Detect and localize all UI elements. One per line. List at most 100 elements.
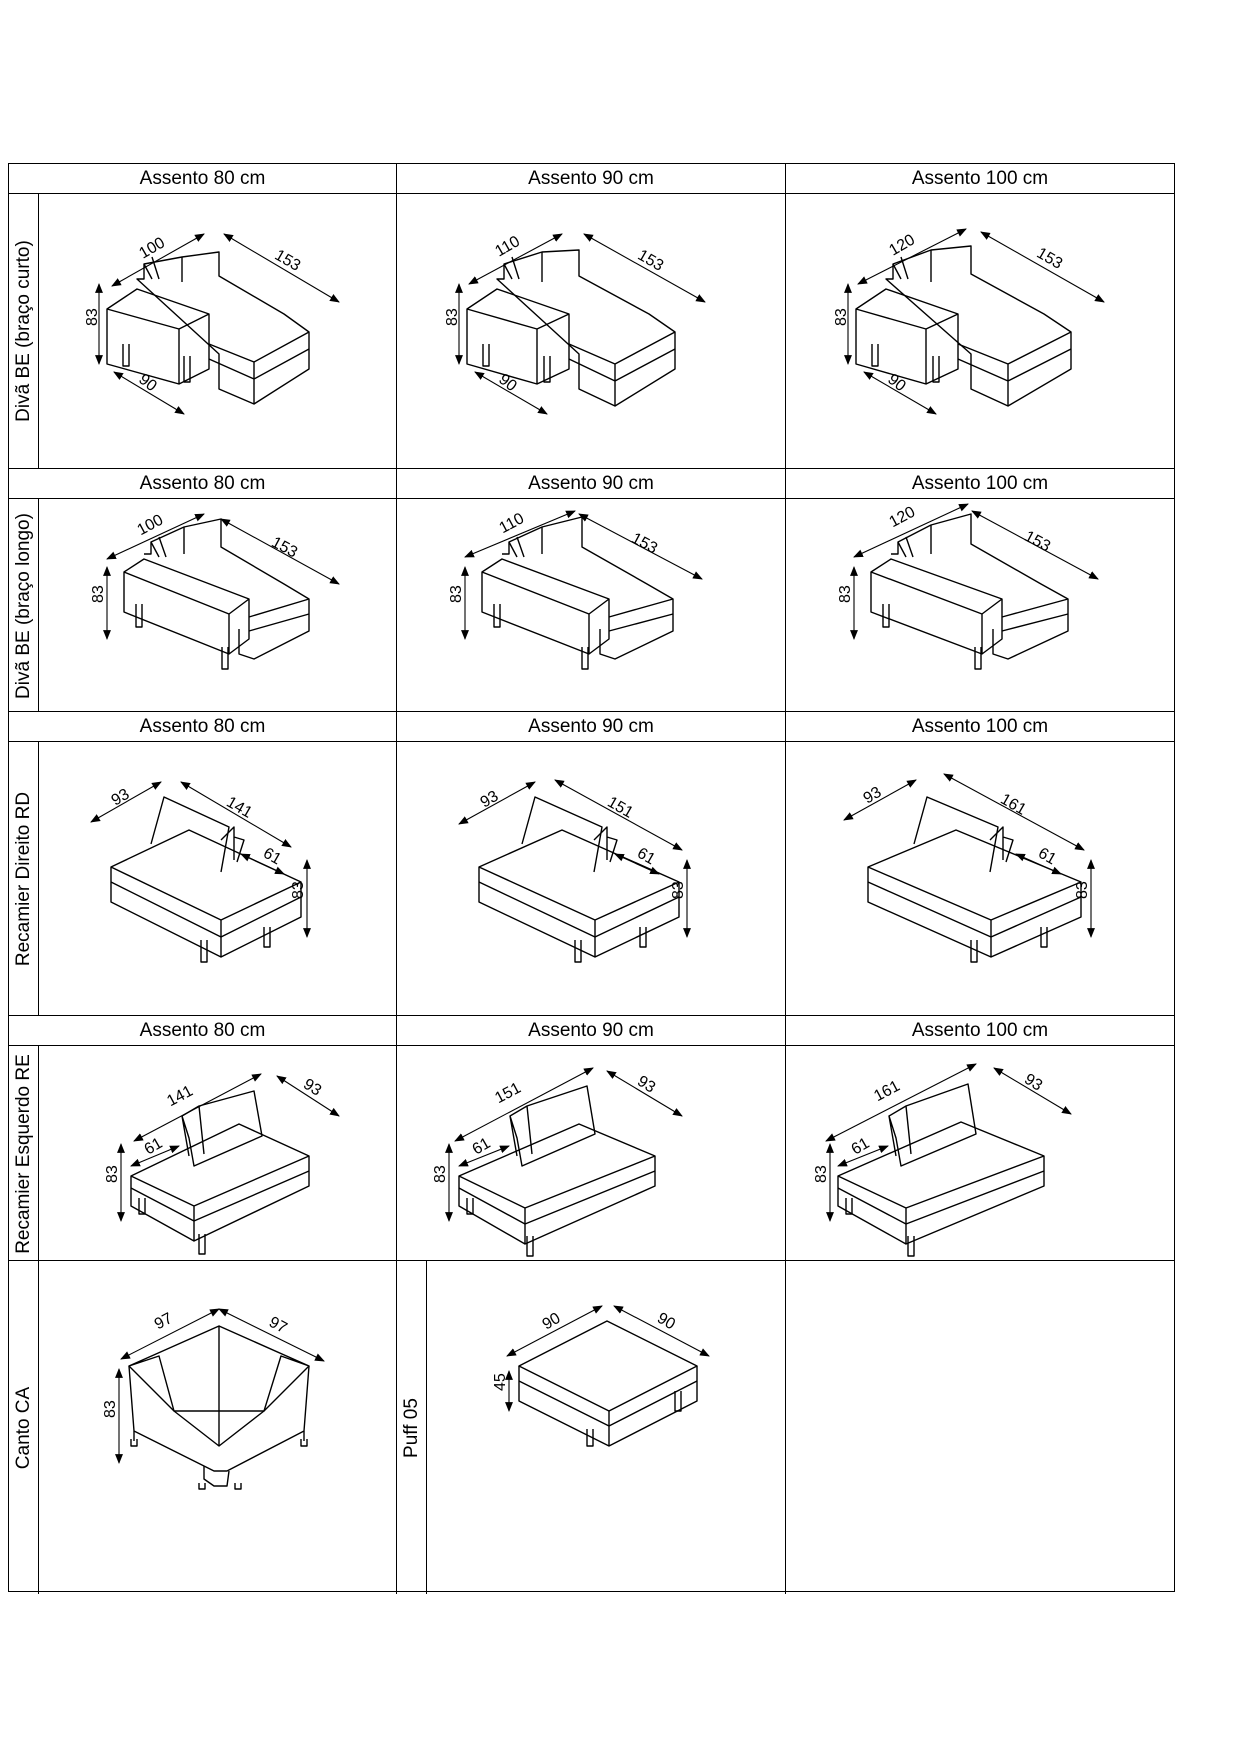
recamier-esquerdo-90-drawing: 151 93 61 83	[432, 1067, 683, 1257]
dim-length	[223, 233, 340, 303]
row-label: Recamier Esquerdo RE	[9, 1046, 39, 1261]
diva-long-arm-90-drawing: 110 153 83	[448, 510, 703, 670]
drawing-cell: 100 153 83 90	[39, 194, 397, 468]
empty-cell	[786, 1261, 1174, 1594]
drawing-cell: 100 153 83	[39, 499, 397, 712]
label-height: 83	[670, 881, 687, 899]
label-length: 153	[1034, 245, 1066, 273]
column-header: Assento 80 cm	[9, 712, 397, 742]
label-height: 83	[1074, 881, 1091, 899]
label-length: 153	[635, 247, 667, 275]
recamier-direito-100-drawing: 93 161 61 83	[843, 773, 1095, 963]
drawing-cell: 120 153 83	[786, 499, 1174, 712]
label-length: 141	[164, 1083, 196, 1111]
dim-depth	[111, 233, 205, 287]
label-height: 83	[837, 585, 854, 603]
column-header: Assento 90 cm	[397, 164, 786, 194]
label-depth: 93	[634, 1073, 658, 1097]
label-arm: 90	[135, 371, 160, 395]
label-depth: 120	[887, 504, 919, 532]
drawing-cell: 120 153 83 90	[786, 194, 1174, 468]
label-depth: 100	[135, 512, 167, 540]
label-left: 90	[540, 1310, 564, 1334]
label-back: 61	[1035, 845, 1059, 869]
label-depth: 93	[478, 788, 502, 812]
label-back: 61	[849, 1135, 873, 1159]
column-header: Assento 100 cm	[786, 469, 1174, 499]
label-height: 83	[448, 585, 465, 603]
drawing-cell: 93 151 61 83	[397, 742, 786, 1016]
row-recamier-direito: Assento 80 cm Assento 90 cm Assento 100 …	[9, 711, 1174, 1016]
column-header: Assento 80 cm	[9, 469, 397, 499]
canto-ca-drawing: 97 97 83	[102, 1308, 325, 1490]
label-length: 153	[269, 534, 301, 562]
label-arm: 90	[884, 371, 909, 395]
dimension-sheet: Assento 80 cm Assento 90 cm Assento 100 …	[8, 163, 1175, 1594]
row-label: Divã BE (braço curto)	[9, 194, 39, 468]
label-height: 83	[290, 881, 307, 899]
drawing-cell: 110 153 83	[397, 499, 786, 712]
label-height: 45	[492, 1373, 509, 1391]
diva-short-arm-80-drawing: 100 153 83 90	[84, 233, 340, 415]
drawing-cell: 141 93 61 83	[39, 1046, 397, 1261]
label-depth: 110	[492, 233, 523, 261]
drawing-cell: 110 153 83 90	[397, 194, 786, 468]
row-label-canto: Canto CA	[9, 1261, 39, 1594]
recamier-esquerdo-80-drawing: 141 93 61 83	[104, 1073, 340, 1255]
label-arm: 90	[495, 371, 520, 395]
label-height: 83	[104, 1165, 121, 1183]
diva-short-arm-90-drawing: 110 153 83 90	[444, 233, 706, 415]
recamier-esquerdo-100-drawing: 161 93 61 83	[813, 1063, 1072, 1257]
label-length: 141	[223, 794, 255, 822]
label-right: 97	[266, 1314, 290, 1337]
label-height: 83	[90, 585, 107, 603]
row-label-puff: Puff 05	[397, 1261, 427, 1594]
label-back: 61	[470, 1135, 494, 1159]
label-right: 90	[654, 1310, 678, 1334]
column-header: Assento 90 cm	[397, 1016, 786, 1046]
puff-05-drawing: 90 90 45	[492, 1305, 710, 1447]
column-header: Assento 90 cm	[397, 712, 786, 742]
label-height: 83	[813, 1165, 830, 1183]
label-depth: 93	[1021, 1071, 1045, 1095]
drawing-cell: 161 93 61 83	[786, 1046, 1174, 1261]
label-length: 161	[871, 1078, 903, 1106]
label-length: 153	[629, 530, 661, 558]
label-length: 153	[1022, 528, 1054, 556]
row-canto-puff: Canto CA 97 97 83 Puff 05	[9, 1260, 1174, 1594]
dim-arm	[113, 371, 185, 415]
label-height: 83	[444, 308, 461, 326]
row-diva-longo: Assento 80 cm Assento 90 cm Assento 100 …	[9, 468, 1174, 712]
label-height: 83	[833, 308, 850, 326]
label-depth: 93	[300, 1076, 324, 1100]
column-header: Assento 100 cm	[786, 712, 1174, 742]
label-length: 161	[997, 791, 1029, 819]
column-header: Assento 80 cm	[9, 1016, 397, 1046]
recamier-direito-90-drawing: 93 151 61 83	[458, 779, 691, 963]
recamier-direito-80-drawing: 93 141 61 83	[90, 781, 311, 963]
label-height: 83	[102, 1400, 119, 1418]
column-header: Assento 90 cm	[397, 469, 786, 499]
label-length: 151	[492, 1080, 524, 1108]
column-header: Assento 80 cm	[9, 164, 397, 194]
column-header: Assento 100 cm	[786, 164, 1174, 194]
row-recamier-esquerdo: Assento 80 cm Assento 90 cm Assento 100 …	[9, 1015, 1174, 1261]
diva-short-arm-100-drawing: 120 153 83 90	[833, 228, 1105, 415]
row-label: Divã BE (braço longo)	[9, 499, 39, 712]
column-header: Assento 100 cm	[786, 1016, 1174, 1046]
label-height: 83	[432, 1165, 449, 1183]
row-label: Recamier Direito RD	[9, 742, 39, 1016]
label-depth: 93	[861, 784, 885, 808]
label-depth: 93	[109, 786, 133, 810]
label-left: 97	[152, 1310, 176, 1333]
label-back: 61	[260, 845, 284, 869]
label-back: 61	[142, 1135, 166, 1159]
row-diva-curto: Assento 80 cm Assento 90 cm Assento 100 …	[9, 164, 1174, 468]
diva-long-arm-100-drawing: 120 153 83	[837, 503, 1099, 670]
diva-long-arm-80-drawing: 100 153 83	[90, 512, 340, 670]
drawing-cell: 97 97 83	[39, 1261, 397, 1594]
drawing-cell: 151 93 61 83	[397, 1046, 786, 1261]
drawing-cell: 90 90 45	[427, 1261, 786, 1594]
label-length: 151	[604, 794, 636, 822]
drawing-cell: 93 161 61 83	[786, 742, 1174, 1016]
